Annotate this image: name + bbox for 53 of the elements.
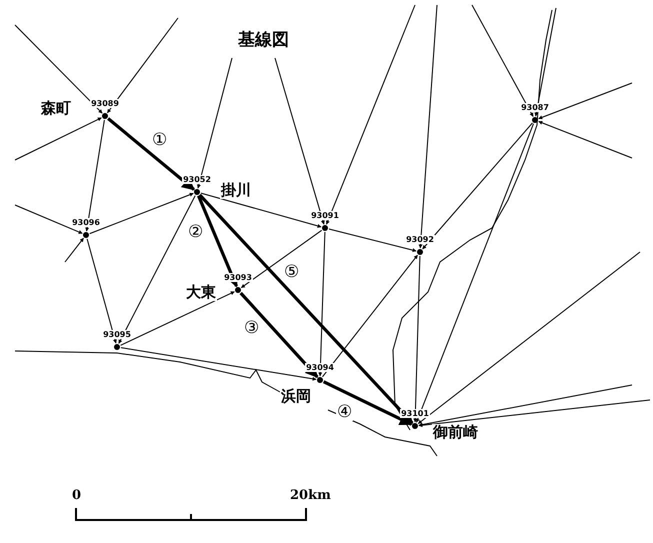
station-number: 93093 xyxy=(223,273,253,282)
baseline xyxy=(472,4,534,117)
scale-label: 0 xyxy=(72,488,82,503)
station-number: 93096 xyxy=(71,218,101,227)
baseline xyxy=(240,230,322,288)
station-number: 93092 xyxy=(405,235,435,244)
baseline xyxy=(200,192,322,228)
station-number: 93094 xyxy=(305,363,335,372)
place-name: 浜岡 xyxy=(280,388,312,405)
baseline xyxy=(418,400,650,428)
baseline xyxy=(418,252,640,424)
baseline xyxy=(322,254,418,378)
station-number: 93089 xyxy=(90,99,120,108)
baseline xyxy=(322,380,413,426)
baseline xyxy=(534,8,556,117)
baseline xyxy=(198,194,414,424)
place-name: 大東 xyxy=(185,284,217,301)
baseline xyxy=(14,24,103,114)
baseline xyxy=(328,228,417,252)
baseline xyxy=(274,58,325,225)
baseline xyxy=(89,192,194,234)
baseline xyxy=(64,238,84,262)
station-number: 93091 xyxy=(310,211,340,220)
baseline xyxy=(107,117,195,191)
baseline xyxy=(120,291,235,346)
baseline xyxy=(106,18,178,114)
place-name: 掛川 xyxy=(220,182,252,199)
baseline xyxy=(197,195,238,288)
baseline xyxy=(14,117,102,160)
baseline xyxy=(422,122,533,250)
station-number: 93095 xyxy=(102,330,132,339)
baseline xyxy=(318,232,326,376)
baseline xyxy=(118,195,196,344)
station-number: 93087 xyxy=(520,103,550,112)
station-number: 93101 xyxy=(400,409,430,418)
baseline xyxy=(538,120,632,158)
baseline xyxy=(418,384,632,427)
place-name: 御前崎 xyxy=(432,424,479,441)
baseline xyxy=(413,256,420,422)
baseline xyxy=(196,58,232,189)
baseline xyxy=(85,119,105,232)
edge-label: ④ xyxy=(336,403,354,421)
station-number: 93052 xyxy=(182,175,212,184)
baseline xyxy=(326,4,416,225)
baseline xyxy=(418,4,438,248)
place-name: 森町 xyxy=(40,100,72,117)
baseline xyxy=(86,238,117,344)
scale-label: 20km xyxy=(290,488,331,503)
baseline xyxy=(14,204,83,234)
baseline xyxy=(240,292,318,378)
baseline xyxy=(538,82,632,120)
baseline xyxy=(416,123,534,423)
baseline xyxy=(120,347,317,381)
